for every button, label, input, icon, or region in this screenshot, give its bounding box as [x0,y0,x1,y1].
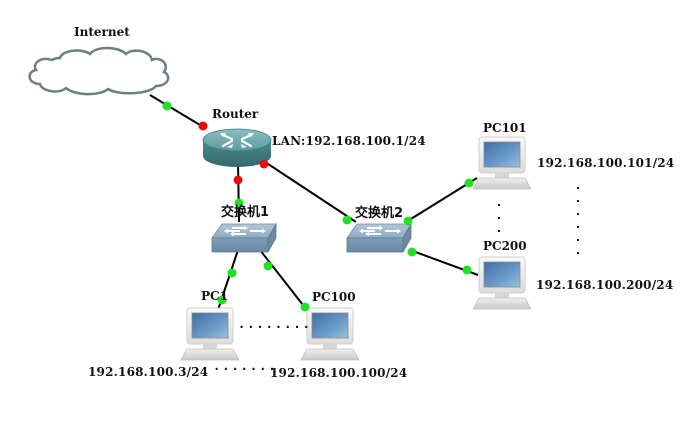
pc100-label: PC100 [312,290,356,304]
port-up-indicator [464,178,474,188]
link-switch1-pc100[interactable] [259,249,311,315]
link-router-switch1[interactable] [237,161,240,223]
router-lan-annotation: LAN:192.168.100.1/24 [272,134,426,148]
port-up-indicator [342,215,352,225]
port-down-indicator [198,121,208,131]
pc1-ip: 192.168.100.3/24 [88,365,209,379]
router-icon[interactable] [202,128,272,167]
port-up-indicator [300,302,310,312]
switch1-icon[interactable] [211,223,277,253]
ip-column-ellipsis [577,187,581,265]
port-up-indicator [462,265,472,275]
pc1-label: PC1 [201,289,228,303]
port-up-indicator [217,295,227,305]
links [149,94,479,315]
pc200-label: PC200 [483,239,527,253]
ip-range-ellipsis: ······· [213,362,278,376]
cloud-icon[interactable] [28,46,170,96]
port-up-indicator [407,247,417,257]
pc-range-ellipsis: ........ [238,317,312,331]
pc200-ip: 192.168.100.200/24 [536,278,674,292]
pc100-icon[interactable] [300,307,360,361]
port-down-indicator [233,175,243,185]
port-up-indicator [227,268,237,278]
port-indicators [162,101,474,312]
port-down-indicator [259,159,269,169]
port-up-indicator [263,261,273,271]
pc200-icon[interactable] [472,256,532,310]
port-up-indicator [162,101,172,111]
pc1-icon[interactable] [180,307,240,361]
switch1-label: 交换机1 [221,205,270,220]
pc-column-ellipsis [498,204,502,243]
pc101-icon[interactable] [472,136,532,190]
port-up-indicator [403,216,413,226]
pc101-ip: 192.168.100.101/24 [537,156,675,170]
switch2-label: 交换机2 [355,206,404,221]
internet-label: Internet [74,25,130,39]
port-up-indicator [234,198,244,208]
router-label: Router [212,107,259,121]
pc101-label: PC101 [483,121,527,135]
link-router-switch2[interactable] [261,159,357,223]
link-internet-router[interactable] [149,94,206,129]
pc100-ip: 192.168.100.100/24 [270,366,408,380]
switch2-icon[interactable] [346,223,412,253]
